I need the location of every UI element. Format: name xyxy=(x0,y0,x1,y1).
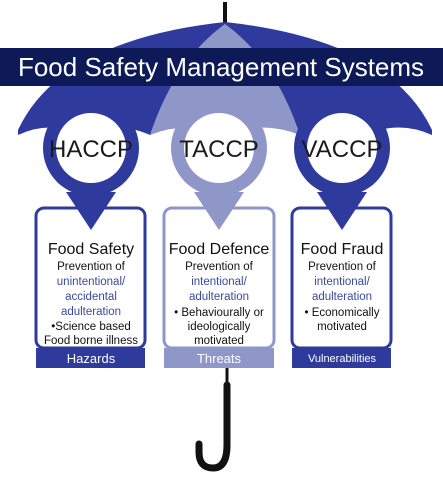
card-bullet: • Behaviourally or xyxy=(174,307,264,319)
card-line: Prevention of xyxy=(308,261,377,273)
card-accent-line: adulteration xyxy=(189,291,249,303)
card-accent-line: adulteration xyxy=(312,291,372,303)
page-title: Food Safety Management Systems xyxy=(18,52,424,82)
card-line: Prevention of xyxy=(57,261,126,273)
card-bullet: motivated xyxy=(194,335,244,347)
down-arrow-icon xyxy=(317,192,367,230)
card-accent-line: adulteration xyxy=(61,306,121,318)
column-vaccp: VACCP Food Fraud Prevention of intention… xyxy=(290,100,393,368)
category-band xyxy=(292,348,391,368)
card-bullet: Food borne illness xyxy=(44,335,138,347)
column-haccp: HACCP Food Safety Prevention of unintent… xyxy=(34,100,147,368)
card-bullet: motivated xyxy=(317,321,367,333)
acronym-label: VACCP xyxy=(302,136,383,163)
card-accent-line: unintentional/ xyxy=(57,276,126,288)
card-accent-line: intentional/ xyxy=(191,276,247,288)
card-bullet: • Economically xyxy=(305,307,380,319)
category-band xyxy=(164,348,274,368)
card-line: Prevention of xyxy=(185,261,254,273)
card-heading: Food Safety xyxy=(48,241,134,258)
acronym-label: HACCP xyxy=(49,136,133,163)
category-label: Threats xyxy=(197,351,242,366)
down-arrow-icon xyxy=(194,192,244,230)
down-arrow-icon xyxy=(66,192,116,230)
column-taccp: TACCP Food Defence Prevention of intenti… xyxy=(162,100,276,368)
title-bar xyxy=(0,48,443,86)
card-accent-line: accidental xyxy=(65,291,117,303)
category-label: Vulnerabilities xyxy=(308,353,377,365)
umbrella-handle-icon xyxy=(195,368,231,472)
card-bullet: •Science based xyxy=(51,321,130,333)
card-accent-line: intentional/ xyxy=(314,276,370,288)
card-bullet: ideologically xyxy=(188,321,251,333)
category-band xyxy=(36,348,145,368)
card-heading: Food Defence xyxy=(169,241,270,258)
category-label: Hazards xyxy=(67,351,116,366)
card-heading: Food Fraud xyxy=(301,241,384,258)
umbrella-tip-icon xyxy=(223,2,227,24)
acronym-label: TACCP xyxy=(179,136,259,163)
